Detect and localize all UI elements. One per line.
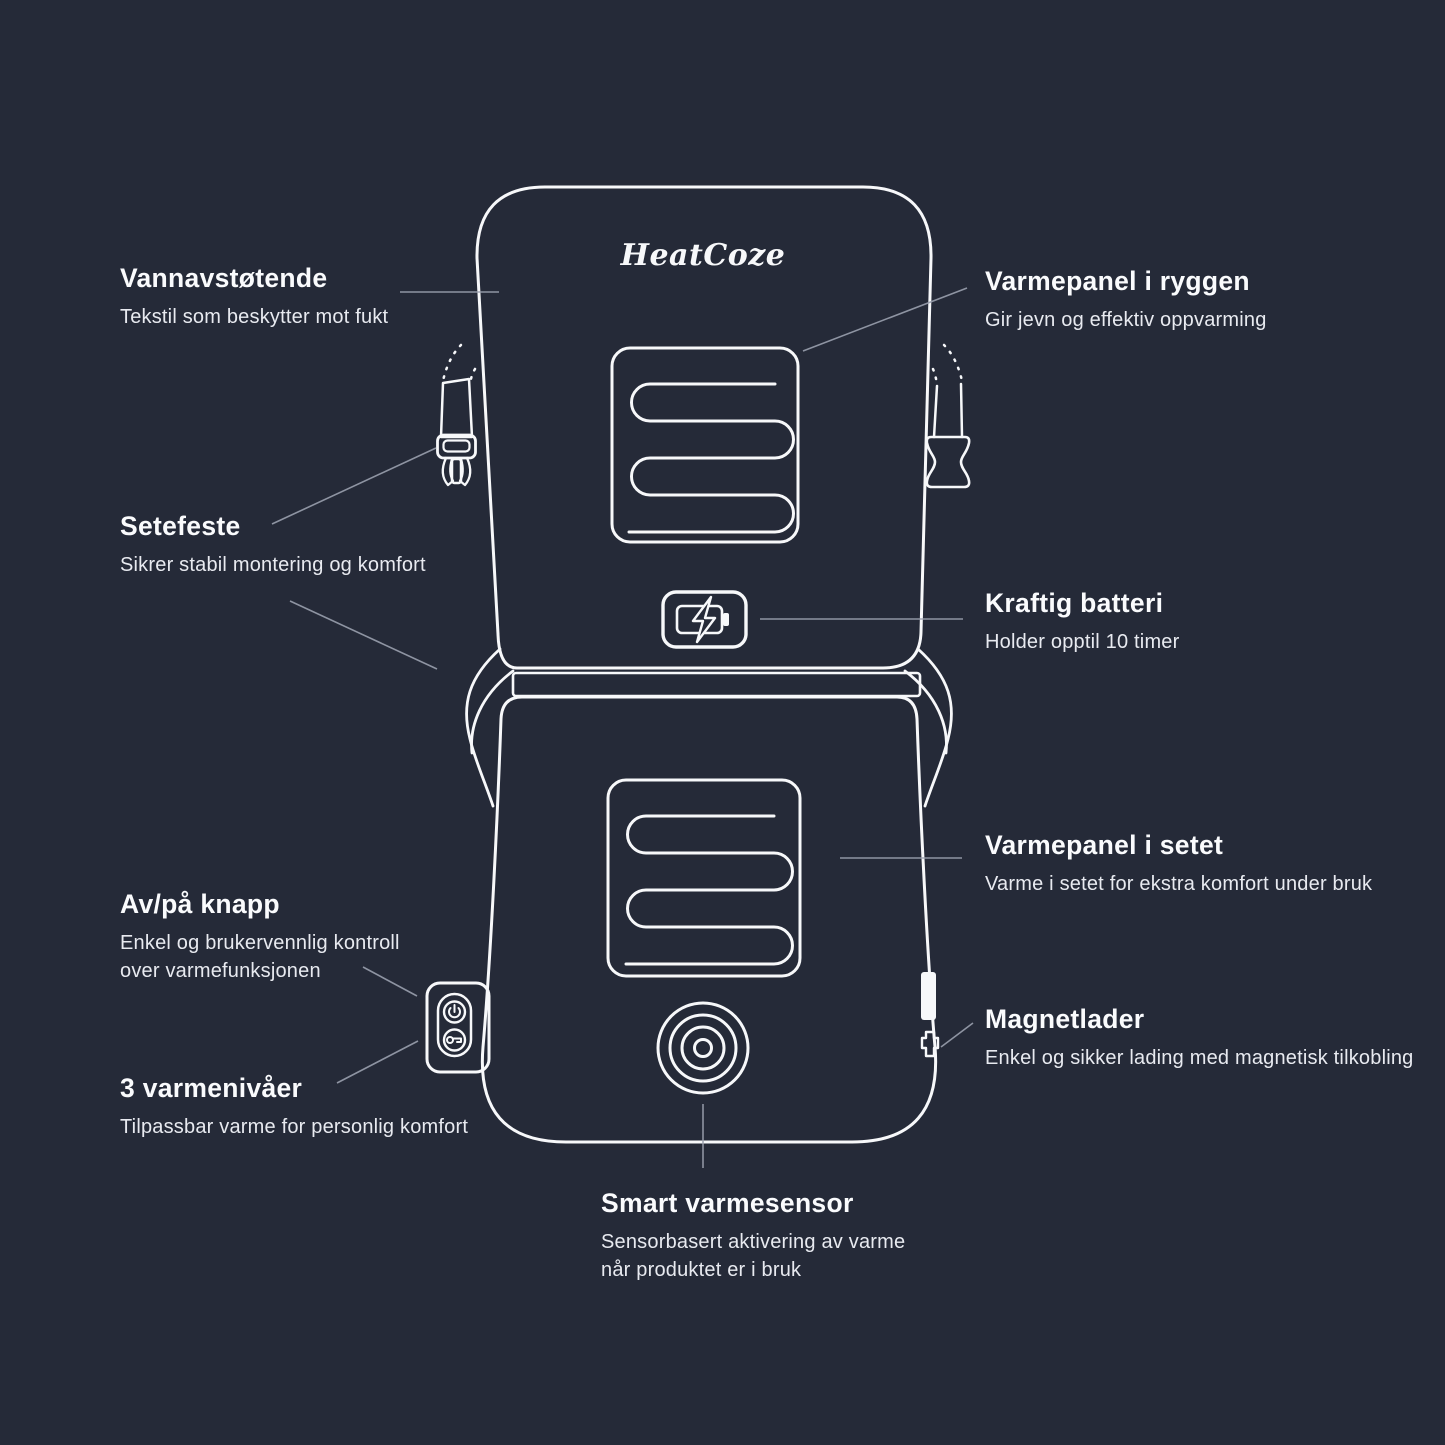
callout-description: Enkel og sikker lading med magnetisk til… bbox=[985, 1047, 1414, 1069]
callout-vannavstotende: Vannavstøtende Tekstil som beskytter mot… bbox=[120, 263, 388, 331]
leader-av-pa-knapp bbox=[362, 966, 418, 997]
back-heat-coil bbox=[627, 382, 795, 534]
callout-description: Holder opptil 10 timer bbox=[985, 631, 1180, 653]
callout-description: Varme i setet for ekstra komfort under b… bbox=[985, 873, 1373, 895]
left-strap bbox=[436, 343, 477, 487]
callout-description: Sensorbasert aktivering av varme når pro… bbox=[601, 1231, 906, 1282]
power-icon bbox=[448, 1004, 461, 1019]
back-heat-panel bbox=[610, 346, 800, 544]
leader-setefeste-strap bbox=[271, 447, 437, 525]
callout-title: Magnetlader bbox=[985, 1004, 1145, 1034]
strap-buckle-icon bbox=[436, 433, 477, 487]
callout-description: Gir jevn og effektiv oppvarming bbox=[985, 309, 1267, 331]
callout-title: Av/på knapp bbox=[120, 889, 280, 919]
callout-av-pa-knapp: Av/på knapp Enkel og brukervennlig kontr… bbox=[120, 889, 410, 986]
callout-title: Varmepanel i ryggen bbox=[985, 266, 1250, 296]
magnet-port bbox=[920, 972, 940, 1058]
sensor-rings-icon bbox=[656, 1001, 750, 1095]
callout-title: Varmepanel i setet bbox=[985, 830, 1224, 860]
control-panel bbox=[425, 981, 491, 1074]
callout-smart-varmesensor: Smart varmesensor Sensorbasert aktiverin… bbox=[601, 1188, 906, 1285]
leader-varmepanel-ryggen bbox=[802, 287, 968, 352]
callout-description: Sikrer stabil montering og komfort bbox=[120, 554, 426, 576]
callout-title: Vannavstøtende bbox=[120, 263, 328, 293]
leader-setefeste-gusset bbox=[289, 600, 438, 670]
callout-varmepanel-ryggen: Varmepanel i ryggen Gir jevn og effektiv… bbox=[985, 266, 1267, 334]
callout-3-varmenivaer: 3 varmenivåer Tilpassbar varme for perso… bbox=[120, 1073, 468, 1141]
charger-connector-icon bbox=[920, 1030, 940, 1058]
callout-description: Tekstil som beskytter mot fukt bbox=[120, 306, 389, 328]
callout-varmepanel-setet: Varmepanel i setet Varme i setet for eks… bbox=[985, 830, 1372, 898]
left-gusset bbox=[465, 647, 515, 808]
callout-magnetlader: Magnetlader Enkel og sikker lading med m… bbox=[985, 1004, 1414, 1072]
seat-outline bbox=[480, 695, 938, 1144]
callout-title: Kraftig batteri bbox=[985, 588, 1164, 618]
right-strap bbox=[925, 343, 971, 489]
callout-title: Smart varmesensor bbox=[601, 1188, 854, 1218]
seat-heat-coil bbox=[624, 814, 794, 966]
battery-badge bbox=[661, 590, 748, 649]
callout-title: Setefeste bbox=[120, 511, 241, 541]
leader-magnetlader bbox=[940, 1022, 974, 1048]
callout-title: 3 varmenivåer bbox=[120, 1073, 303, 1103]
hinge-strip bbox=[511, 671, 922, 698]
seat-heat-panel bbox=[606, 778, 802, 978]
callout-description: Tilpassbar varme for personlig komfort bbox=[120, 1116, 469, 1138]
callout-description: Enkel og brukervennlig kontroll over var… bbox=[120, 932, 400, 983]
battery-charging-icon bbox=[675, 595, 729, 644]
backrest-outline bbox=[475, 185, 933, 670]
power-button bbox=[442, 1000, 467, 1024]
callout-setefeste: Setefeste Sikrer stabil montering og kom… bbox=[120, 511, 426, 579]
callout-kraftig-batteri: Kraftig batteri Holder opptil 10 timer bbox=[985, 588, 1180, 656]
heat-level-button-icon bbox=[446, 1036, 462, 1044]
strap-end-icon bbox=[925, 435, 971, 489]
brand-logo: HeatCoze bbox=[620, 238, 786, 273]
leader-varmenivaer bbox=[336, 1040, 419, 1084]
right-gusset bbox=[903, 647, 953, 808]
heat-level-button bbox=[442, 1028, 467, 1052]
